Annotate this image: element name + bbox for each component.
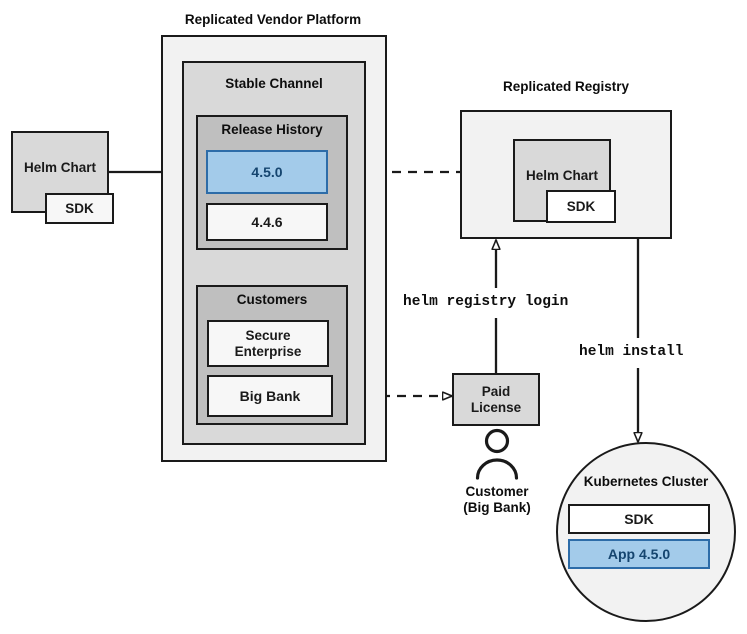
registry-sdk-box[interactable]: SDK: [546, 190, 616, 223]
source-helm-chart-sdk-label: SDK: [65, 200, 94, 216]
paid-license-label-line2: License: [470, 399, 522, 415]
paid-license-box[interactable]: Paid License: [452, 373, 540, 426]
stable-channel-label: Stable Channel: [225, 76, 323, 91]
release-history-label: Release History: [221, 122, 323, 137]
customer-actor-label: Customer (Big Bank): [437, 484, 557, 516]
kubernetes-cluster-label: Kubernetes Cluster: [583, 474, 709, 489]
customers-label: Customers: [236, 292, 308, 307]
source-helm-chart-sdk-box[interactable]: SDK: [45, 193, 114, 224]
helm-install-command: helm install: [576, 343, 687, 361]
release-item-4-5-0[interactable]: 4.5.0: [206, 150, 328, 194]
registry-helm-chart-box[interactable]: Helm Chart: [513, 139, 611, 222]
helm-registry-login-command: helm registry login: [400, 293, 572, 311]
cluster-component-label: SDK: [624, 510, 654, 527]
source-helm-chart-label: Helm Chart: [23, 160, 96, 176]
registry-sdk-label: SDK: [566, 198, 596, 214]
release-version-label: 4.4.6: [251, 213, 283, 230]
registry-title: Replicated Registry: [502, 79, 630, 94]
person-icon: [475, 428, 519, 480]
paid-license-label-line1: Paid: [481, 383, 511, 399]
customer-item-secure-enterprise[interactable]: Secure Enterprise: [207, 320, 329, 367]
cluster-component-sdk[interactable]: SDK: [568, 504, 710, 534]
customer-actor-label-line1: Customer: [465, 484, 529, 499]
vendor-platform-title: Replicated Vendor Platform: [184, 12, 362, 27]
cluster-component-app[interactable]: App 4.5.0: [568, 539, 710, 569]
customer-actor-label-line2: (Big Bank): [463, 500, 531, 516]
release-item-4-4-6[interactable]: 4.4.6: [206, 203, 328, 241]
customer-name-label: Big Bank: [239, 387, 301, 404]
cluster-component-label: App 4.5.0: [607, 545, 671, 562]
customer-name-label: Secure Enterprise: [234, 327, 302, 359]
release-version-label: 4.5.0: [251, 163, 283, 180]
registry-helm-chart-label: Helm Chart: [525, 167, 598, 183]
customer-item-big-bank[interactable]: Big Bank: [207, 375, 333, 417]
